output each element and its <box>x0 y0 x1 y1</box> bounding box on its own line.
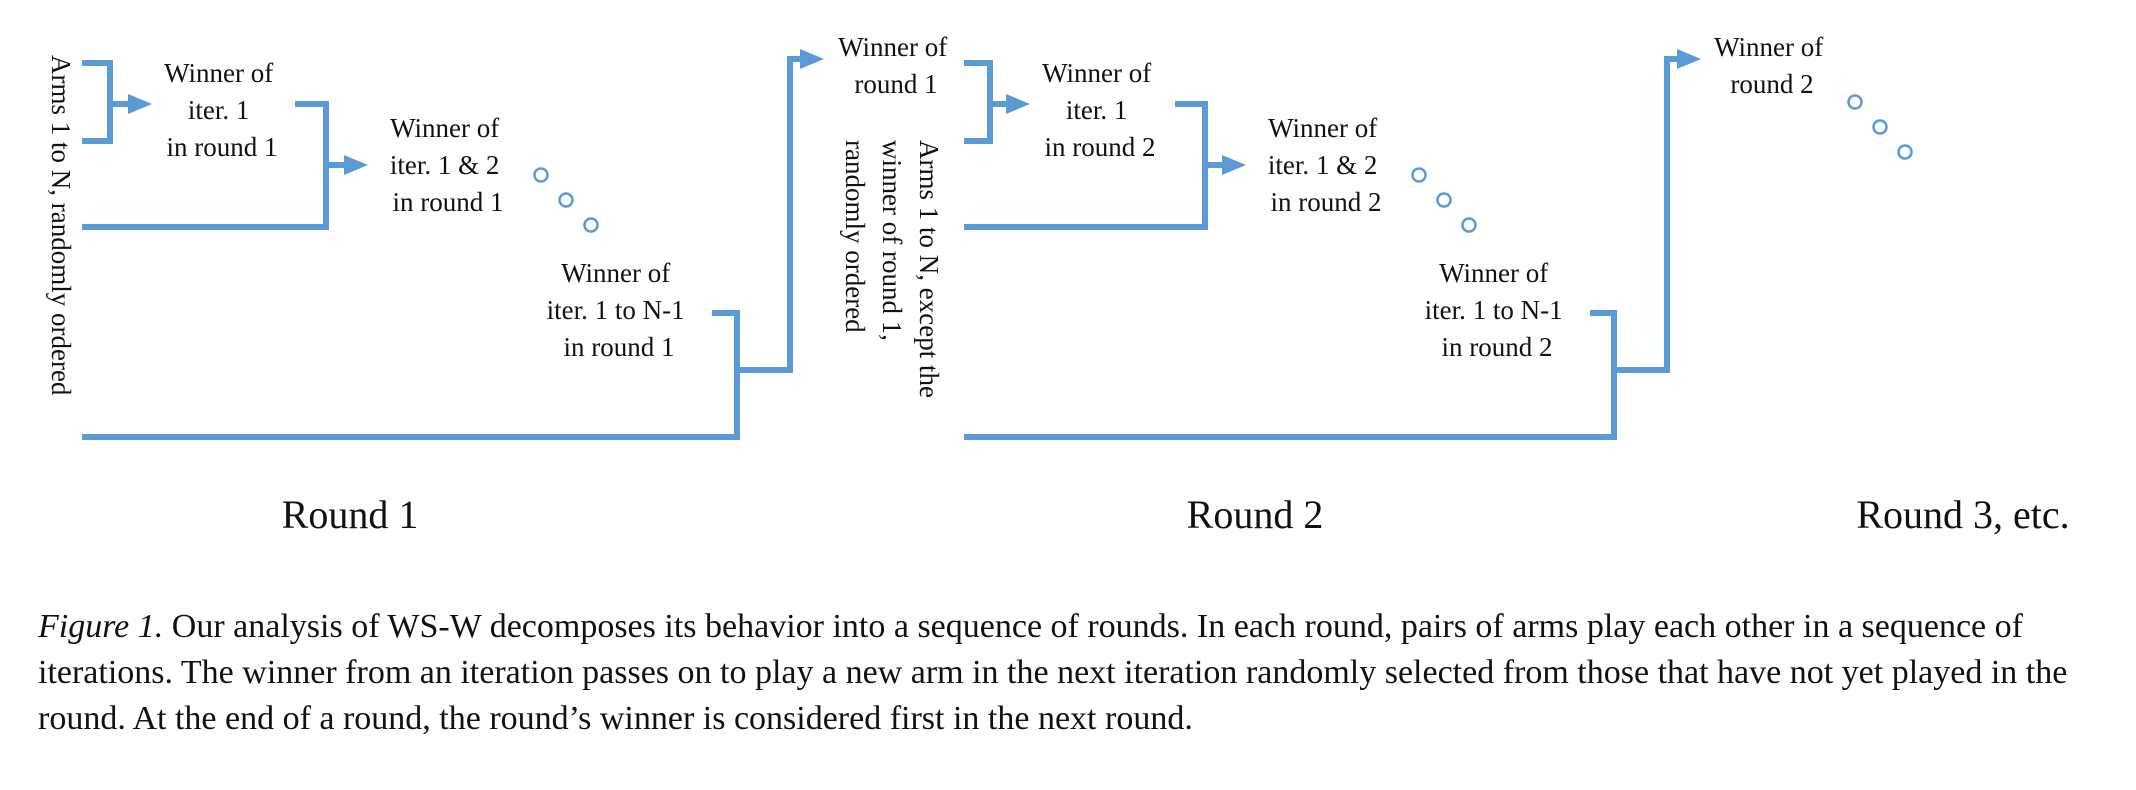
round1-ellipsis-dot-2 <box>558 192 574 208</box>
round2-arms-label: Arms 1 to N, except the winner of round … <box>840 140 944 405</box>
round-2-group: Winner of round 1 Arms 1 to N, except th… <box>838 32 1701 537</box>
round1-arrow-3 <box>800 49 824 69</box>
round3-label: Round 3, etc. <box>1856 492 2069 537</box>
round2-node-iter1-2: Winner of iter. 1 & 2 in round 2 <box>1268 113 1384 217</box>
round2-arrow-2 <box>1222 155 1246 175</box>
round1-node-iter1-to-n-1: Winner of iter. 1 to N-1 in round 1 <box>547 258 692 362</box>
round2-ellipsis-dot-1 <box>1411 167 1427 183</box>
round1-bracket-1 <box>82 60 132 144</box>
round3-ellipsis-dot-2 <box>1872 119 1888 135</box>
figure-label: Figure 1. <box>38 608 164 645</box>
round2-bracket-3 <box>964 56 1680 440</box>
round1-ellipsis-dot-1 <box>533 167 549 183</box>
round3-ellipsis-dot-1 <box>1847 94 1863 110</box>
round1-node-iter1: Winner of iter. 1 in round 1 <box>164 58 280 162</box>
round1-arms-label: Arms 1 to N, randomly ordered <box>46 55 76 396</box>
round2-node-iter1: Winner of iter. 1 in round 2 <box>1042 58 1158 162</box>
round2-arrow-1 <box>1006 94 1030 114</box>
round-1-group: Arms 1 to N, randomly ordered Winner of … <box>46 49 824 537</box>
round1-label: Round 1 <box>282 492 419 537</box>
round1-node-iter1-2: Winner of iter. 1 & 2 in round 1 <box>390 113 506 217</box>
round2-node-iter1-to-n-1: Winner of iter. 1 to N-1 in round 2 <box>1425 258 1570 362</box>
round2-label: Round 2 <box>1187 492 1324 537</box>
round2-arrow-3 <box>1677 49 1701 69</box>
round3-node-winner-round2: Winner of round 2 <box>1714 32 1830 99</box>
round2-bracket-1 <box>964 60 1010 144</box>
round-3-group: Winner of round 2 Round 3, etc. <box>1714 32 2070 537</box>
round1-bracket-3 <box>82 56 803 440</box>
round1-ellipsis-dot-3 <box>583 217 599 233</box>
round1-arrow-2 <box>344 155 368 175</box>
tournament-diagram: Arms 1 to N, randomly ordered Winner of … <box>46 32 2070 537</box>
round1-arrow-1 <box>128 94 152 114</box>
round2-ellipsis-dot-3 <box>1461 217 1477 233</box>
round2-ellipsis-dot-2 <box>1436 192 1452 208</box>
caption-text: Our analysis of WS-W decomposes its beha… <box>38 608 2068 737</box>
round2-node-winner-round1: Winner of round 1 <box>838 32 954 99</box>
figure-caption: Figure 1. Our analysis of WS-W decompose… <box>38 604 2108 742</box>
round3-ellipsis-dot-3 <box>1897 144 1913 160</box>
